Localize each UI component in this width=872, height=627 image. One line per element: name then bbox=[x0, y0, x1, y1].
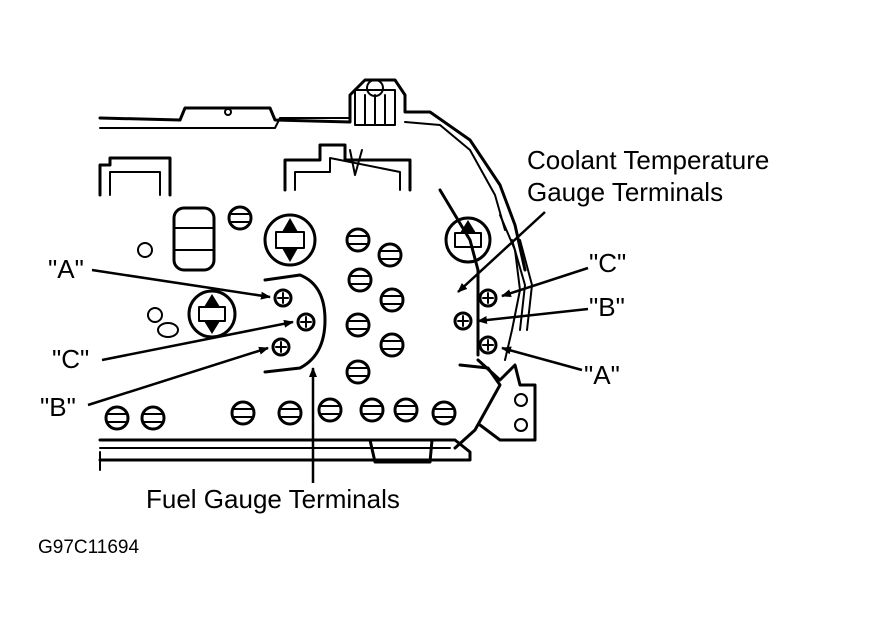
coolant-title-line2: Gauge Terminals bbox=[527, 177, 723, 207]
coolant-terminal-b bbox=[453, 311, 473, 331]
leader-arrows bbox=[87, 211, 589, 483]
fuel-title: Fuel Gauge Terminals bbox=[146, 484, 400, 514]
fuel-terminal-b bbox=[271, 337, 291, 357]
arrow-coolant-c bbox=[501, 266, 589, 298]
arrow-fuel-a bbox=[91, 268, 271, 300]
arrow-fuel-b bbox=[87, 346, 269, 407]
coolant-label-b: "B" bbox=[589, 292, 625, 322]
coolant-label-c: "C" bbox=[589, 248, 626, 278]
arrow-coolant-b bbox=[477, 307, 589, 325]
fuel-terminal-bracket bbox=[263, 273, 327, 374]
coolant-terminal-c bbox=[478, 288, 498, 308]
arrow-coolant-title bbox=[457, 211, 546, 293]
figure-code: G97C11694 bbox=[38, 537, 139, 558]
coolant-title-line1: Coolant Temperature bbox=[527, 145, 769, 175]
arrow-coolant-a bbox=[501, 346, 583, 372]
cluster-housing bbox=[98, 78, 537, 471]
coolant-label-a: "A" bbox=[584, 360, 620, 390]
fuel-terminal-a bbox=[273, 288, 293, 308]
arrow-fuel-c bbox=[101, 319, 294, 362]
fuel-label-a: "A" bbox=[48, 254, 84, 284]
coolant-terminal-a bbox=[478, 335, 498, 355]
fuel-terminal-c bbox=[296, 312, 316, 332]
round-bulb bbox=[104, 205, 457, 431]
fuel-label-b: "B" bbox=[40, 392, 76, 422]
fuel-label-c: "C" bbox=[52, 344, 89, 374]
